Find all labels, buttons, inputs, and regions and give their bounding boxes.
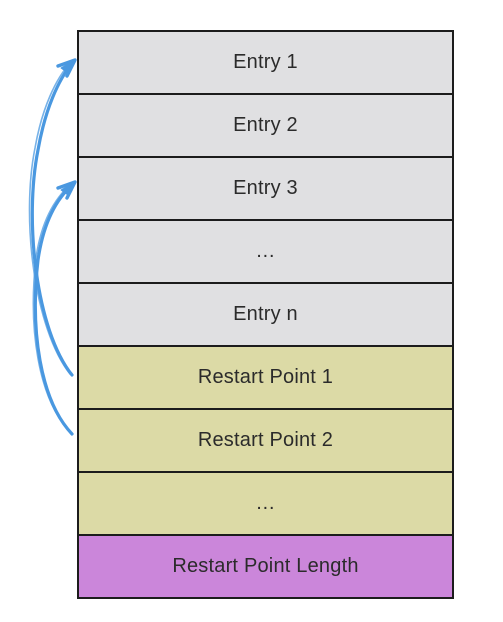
entry-n-block: Entry n bbox=[77, 282, 454, 347]
arrow-restart-2-to-entry-3 bbox=[33, 182, 75, 436]
restart-ellipsis-label: … bbox=[255, 492, 276, 514]
entry-3-block: Entry 3 bbox=[77, 156, 454, 221]
arrow-restart-1-to-entry-1 bbox=[30, 60, 75, 377]
entry-3-label: Entry 3 bbox=[233, 177, 298, 199]
restart-point-2-label: Restart Point 2 bbox=[197, 429, 334, 451]
entry-1-block: Entry 1 bbox=[77, 30, 454, 95]
entry-n-label: Entry n bbox=[233, 303, 298, 325]
entry-ellipsis-label: … bbox=[255, 240, 276, 262]
restart-point-1-block: Restart Point 1 bbox=[77, 345, 454, 410]
restart-point-1-label: Restart Point 1 bbox=[197, 366, 334, 388]
entry-2-label: Entry 2 bbox=[233, 114, 298, 136]
restart-point-length-label: Restart Point Length bbox=[172, 555, 359, 577]
restart-point-length-block: Restart Point Length bbox=[77, 534, 454, 599]
restart-point-2-block: Restart Point 2 bbox=[77, 408, 454, 473]
entry-1-label: Entry 1 bbox=[233, 51, 298, 73]
